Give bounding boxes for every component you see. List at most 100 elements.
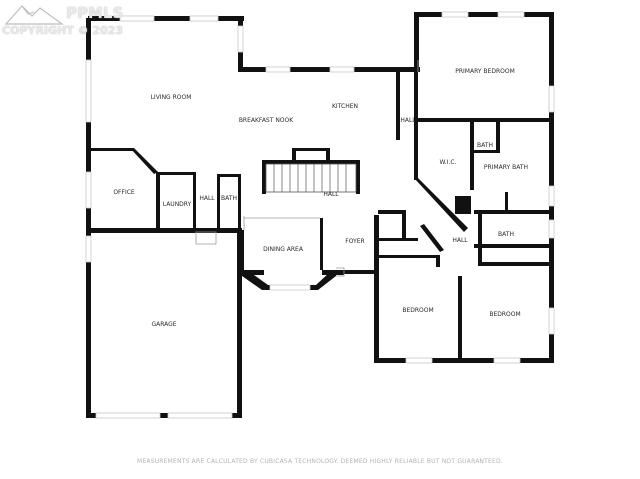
window-kitchen-1	[265, 66, 291, 73]
wall-primary-bottom	[414, 118, 554, 122]
window-notch	[237, 25, 244, 53]
staircase	[265, 163, 357, 193]
wall-laundry-top	[160, 172, 196, 175]
label-bedroom-right: BEDROOM	[489, 311, 520, 318]
label-bedroom-left: BEDROOM	[402, 307, 433, 314]
window-living-top-1	[119, 15, 155, 22]
window-bath-2-right	[548, 219, 555, 239]
wall-dining-right	[320, 218, 323, 270]
wall-bedroom-left-door-stub	[436, 255, 440, 267]
label-office: OFFICE	[113, 189, 135, 196]
wall-stairs-top	[262, 160, 360, 164]
wall-garage-left	[86, 228, 91, 418]
wall-stairs-rail-right	[326, 148, 330, 162]
wall-office-right	[156, 172, 160, 230]
label-primary-bath: PRIMARY BATH	[484, 164, 528, 171]
wall-primary-top	[414, 12, 554, 17]
label-bath-right: BATH	[498, 231, 514, 238]
wall-hall-diagonal-left	[420, 224, 444, 252]
wall-dining-left	[240, 230, 244, 272]
window-bath-right	[548, 185, 555, 207]
wall-office-top	[91, 148, 133, 151]
wall-bedrooms-bottom	[374, 358, 554, 363]
ppmls-logo	[4, 5, 64, 25]
wall-bath-laundry-left	[217, 174, 220, 230]
wall-wic-right	[470, 122, 474, 190]
window-primary-right	[548, 85, 555, 113]
label-breakfast-nook: BREAKFAST NOOK	[239, 117, 294, 124]
label-hall-upper: HALL	[400, 117, 416, 124]
window-living-left	[85, 59, 92, 123]
wall-closet-bottom	[378, 238, 418, 241]
wall-bedroom-divider	[458, 276, 462, 363]
wall-garage-right	[237, 228, 242, 418]
wall-dining-bay-right	[312, 272, 336, 290]
garage-door-1	[95, 412, 161, 419]
wall-office-diagonal	[130, 148, 158, 174]
wall-primary-bath-bottom	[474, 210, 554, 214]
wall-foyer-bottom	[340, 270, 376, 274]
window-office-left	[85, 171, 92, 209]
wall-kitchen-hall	[396, 72, 400, 140]
wall-garage-bottom	[86, 413, 242, 418]
wall-closet-top	[378, 210, 406, 214]
wall-garage-top	[86, 228, 242, 233]
wall-stairs-right	[356, 160, 360, 194]
label-kitchen: KITCHEN	[332, 103, 358, 110]
label-hall-laundry: HALL	[199, 195, 215, 202]
wall-primary-left-upper	[414, 12, 419, 72]
window-bedroom-right	[548, 307, 555, 335]
label-living-room: LIVING ROOM	[151, 94, 192, 101]
label-bath-laundry: BATH	[221, 195, 237, 202]
wall-bath-right-left	[478, 214, 482, 266]
label-bath-small: BATH	[477, 142, 493, 149]
column-block	[455, 196, 471, 214]
wall-bath-laundry-top	[217, 174, 241, 177]
wall-stairs-rail-top	[292, 148, 330, 151]
wall-bath-laundry-right	[238, 174, 241, 230]
wall-bedroom-left-top	[378, 255, 440, 258]
window-garage-left	[85, 235, 92, 263]
label-primary-bedroom: PRIMARY BEDROOM	[455, 68, 515, 75]
label-dining-area: DINING AREA	[263, 246, 304, 253]
detail-lines	[195, 60, 419, 277]
wall-left-upper	[86, 18, 91, 230]
wall-bedroom-right-top	[478, 262, 550, 266]
wall-primary-bath-stub	[505, 192, 508, 210]
wall-bath-small-right	[496, 122, 500, 152]
window-dining-bay	[269, 284, 311, 291]
window-bedroom-left-bottom	[405, 357, 433, 364]
wall-dining-right-ledge	[322, 270, 344, 275]
window-primary-top-1	[441, 11, 469, 18]
wall-bath-small-bottom	[474, 150, 500, 153]
measurement-disclaimer: MEASUREMENTS ARE CALCULATED BY CUBICASA …	[137, 458, 503, 465]
wall-dining-left-ledge	[242, 270, 264, 275]
watermark-brand: PPMLS	[66, 4, 124, 22]
wall-bedroom-left	[374, 215, 379, 363]
label-garage: GARAGE	[151, 321, 176, 328]
label-laundry: LAUNDRY	[163, 201, 192, 208]
wall-stairs-left	[262, 160, 266, 194]
window-living-top-2	[189, 15, 219, 22]
window-bedroom-right-bottom	[493, 357, 521, 364]
wall-wic-diagonal	[414, 178, 468, 232]
wall-stairs-rail-left	[292, 148, 296, 162]
garage-door-2	[167, 412, 233, 419]
window-kitchen-2	[329, 66, 355, 73]
label-foyer: FOYER	[345, 238, 364, 245]
walls	[86, 12, 554, 418]
wall-kitchen-top	[238, 67, 420, 72]
wall-laundry-right	[193, 172, 196, 230]
windows	[85, 11, 555, 419]
room-labels: LIVING ROOM BREAKFAST NOOK KITCHEN HALL …	[113, 68, 528, 328]
label-hall-bedrooms: HALL	[452, 237, 468, 244]
wall-bath-right-bottom	[474, 244, 554, 248]
wall-top-left	[88, 16, 244, 21]
watermark-copyright: COPYRIGHT © 2023	[2, 24, 124, 37]
wall-closet-right	[402, 210, 406, 240]
window-primary-top-2	[497, 11, 525, 18]
label-wic: W.I.C.	[440, 159, 457, 166]
label-hall-stairs: HALL	[323, 191, 339, 198]
